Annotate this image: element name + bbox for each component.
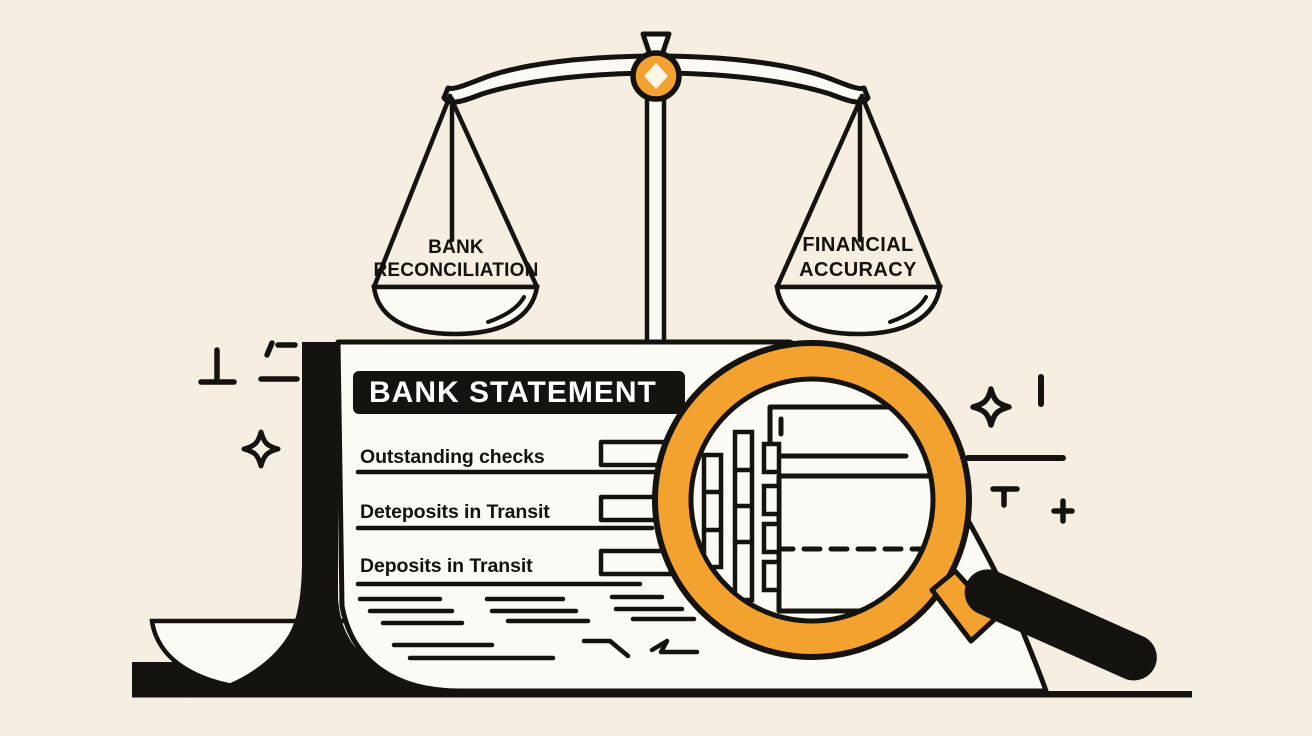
statement-item-label: Outstanding checks [360,446,545,468]
ledger-notches [732,467,755,545]
scale-column [644,87,667,349]
left-pan-label-line2: RECONCILIATION [374,260,539,281]
hanger-line [371,93,453,290]
magnifying-glass-icon [652,340,1157,681]
right-pan-highlight [888,295,928,324]
page-curl-silhouette [185,342,465,697]
perpendicular-mark-icon [198,347,237,385]
balance-scale-icon: BANK RECONCILIATION FINANCIAL ACCURACY [371,31,943,349]
ledger-cell [761,441,782,475]
statement-items: Outstanding checks Deteposits in Transit… [355,439,674,587]
left-pan-label-line1: BANK [428,237,484,258]
hanger-line [774,93,865,290]
ledger-notches [701,489,724,533]
ledger-cell [761,559,782,593]
sparkle-icon [970,386,1012,428]
right-pan-hanger [774,93,943,290]
t-mark-icon [990,486,1020,508]
tick-dash-mark-icon [258,340,300,382]
statement-text-scribbles [357,594,700,661]
scribble-mark [649,638,700,655]
statement-item-label: Deposits in Transit [360,555,533,577]
handle-bar [964,569,1157,681]
scribble-mark [581,638,631,659]
magnifier-lens [688,376,936,624]
sparkle-icon [241,429,281,469]
left-pan-highlight [486,295,526,324]
tick [264,340,275,358]
statement-title: BANK STATEMENT [369,376,657,409]
left-pan-hanger [371,93,540,290]
hanger-line [447,93,540,290]
left-pan-bowl [371,284,540,337]
ledger-column [701,452,724,570]
statement-item-label: Deteposits in Transit [360,501,550,523]
ledger-column [732,429,755,603]
right-pan-label-line2: ACCURACY [799,259,917,281]
statement-title-bar [353,371,685,414]
ledger-cell [761,521,782,555]
ground-line [132,691,1192,698]
magnified-rect [767,404,909,459]
right-pan-label-line1: FINANCIAL [802,234,913,256]
hanger-line [859,93,943,290]
scale-pivot-diamond [644,63,668,89]
decorative-marks [198,340,1075,524]
magnifier-handle [964,569,1157,681]
plus-mark-icon [1051,498,1075,524]
right-pan-bowl [774,284,943,337]
ledger-cell [761,483,782,517]
